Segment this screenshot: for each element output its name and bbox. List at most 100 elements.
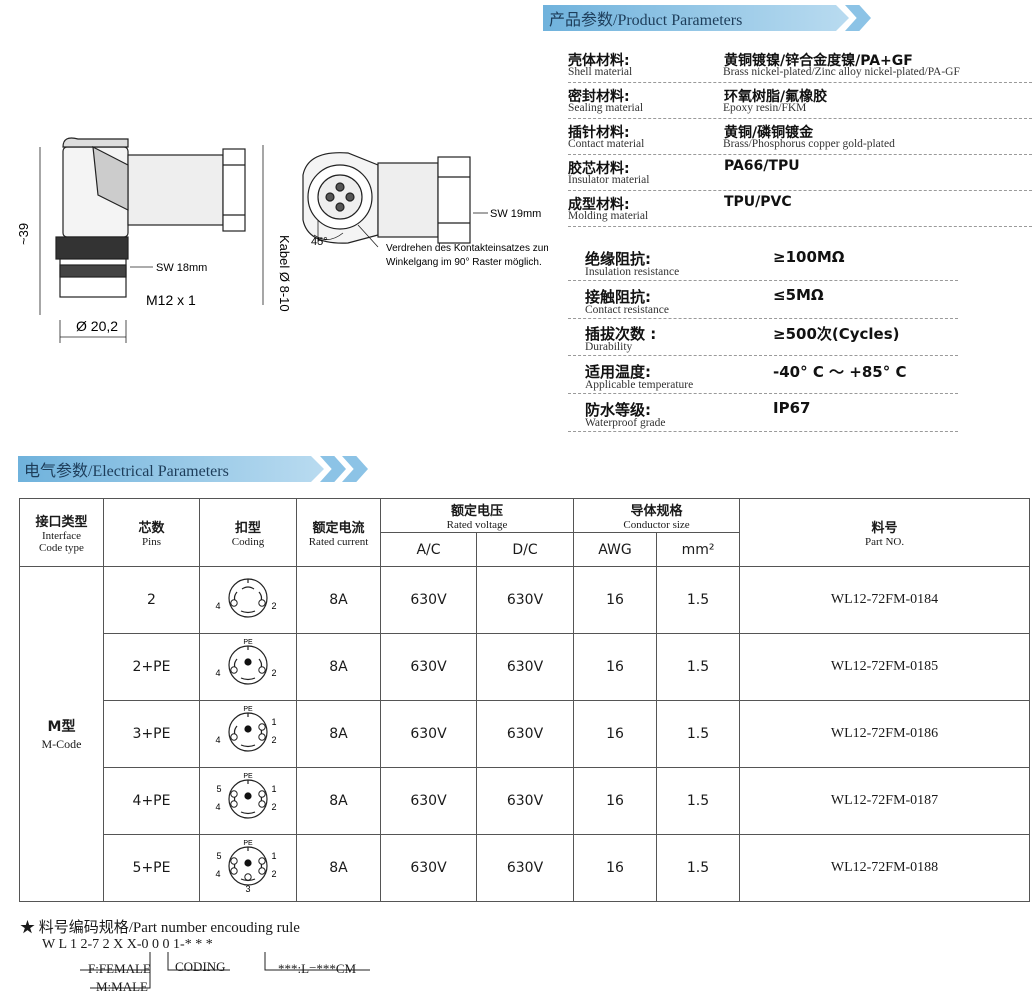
rule-brackets xyxy=(80,952,370,989)
param-value-cn: PA66/TPU xyxy=(724,158,800,174)
dc-cell: 630V xyxy=(475,566,575,634)
rule-title: ★ 料号编码规格/Part number encouding rule xyxy=(20,920,300,936)
ac-cell: 630V xyxy=(380,767,477,835)
header-dc: D/C xyxy=(475,532,575,567)
param-name-cn: 壳体材料: xyxy=(568,53,630,69)
dc-cell: 630V xyxy=(475,834,575,902)
header-coding: 扣型 Coding xyxy=(199,498,297,567)
dc-cell: 630V xyxy=(475,700,575,768)
header-mm2: mm² xyxy=(656,532,741,567)
pin-label: 2 xyxy=(271,735,276,745)
dim-sw18: SW 18mm xyxy=(156,262,207,274)
pin-label: PE xyxy=(243,840,253,847)
param-name-en: Contact material xyxy=(568,138,645,150)
param-name-en: Sealing material xyxy=(568,102,644,114)
pins-cell: 2 xyxy=(103,566,200,634)
part-number-cell: WL12-72FM-0184 xyxy=(739,566,1031,634)
param-name-en: Durability xyxy=(585,341,633,353)
mm2-cell: 1.5 xyxy=(656,633,741,701)
header-current: 额定电流 Rated current xyxy=(296,498,381,567)
header-ac: A/C xyxy=(380,532,477,567)
pin-label: 4 xyxy=(215,601,220,611)
param-value-cn: TPU/PVC xyxy=(724,194,792,210)
rule-coding: CODING xyxy=(175,959,226,974)
param-name-cn: 胶芯材料: xyxy=(568,161,630,177)
param-value: ≤5MΩ xyxy=(773,286,824,304)
param-value: ≥100MΩ xyxy=(773,248,845,266)
param-value-cn: 黄铜/磷铜镀金 xyxy=(724,125,814,141)
rule-code: W L 1 2-7 2 X X-0 0 0 1-* * * xyxy=(42,937,213,952)
awg-cell: 16 xyxy=(573,700,658,768)
performance-param-row: 适用温度:Applicable temperature-40° C ～ +85°… xyxy=(568,357,958,394)
part-number-cell: WL12-72FM-0188 xyxy=(739,834,1031,902)
awg-cell: 16 xyxy=(573,834,658,902)
param-name-en: Molding material xyxy=(568,210,649,222)
header-part: 料号 Part NO. xyxy=(739,498,1031,567)
part-number-cell: WL12-72FM-0187 xyxy=(739,767,1031,835)
pin-label: PE xyxy=(243,773,253,780)
param-value: -40° C ～ +85° C xyxy=(773,363,907,381)
param-value-en: Epoxy resin/FKM xyxy=(723,102,807,114)
param-value: IP67 xyxy=(773,399,811,417)
pin-label: 4 xyxy=(215,668,220,678)
pin-label: 2 xyxy=(271,601,276,611)
mm2-cell: 1.5 xyxy=(656,834,741,902)
current-cell: 8A xyxy=(296,834,381,902)
dim-kabel: Kabel Ø 8-10 xyxy=(277,235,292,312)
pin-label: 4 xyxy=(215,802,220,812)
header-interface: 接口类型 Interface Code type xyxy=(19,498,104,567)
ac-cell: 630V xyxy=(380,633,477,701)
pin-label: 2 xyxy=(271,869,276,879)
note-line-2: Winkelgang im 90° Raster möglich. xyxy=(386,257,542,268)
param-name-en: Insulator material xyxy=(568,174,650,186)
param-name-cn: 密封材料: xyxy=(568,89,630,105)
ac-cell: 630V xyxy=(380,566,477,634)
current-cell: 8A xyxy=(296,700,381,768)
param-name-en: Insulation resistance xyxy=(585,266,680,278)
performance-param-row: 绝缘阻抗:Insulation resistance≥100MΩ xyxy=(568,244,958,281)
pin-label: PE xyxy=(243,706,253,713)
dim-angle: 45° xyxy=(311,236,328,248)
awg-cell: 16 xyxy=(573,767,658,835)
electrical-table: 接口类型 Interface Code type 芯数 Pins 扣型 Codi… xyxy=(19,498,1031,902)
awg-cell: 16 xyxy=(573,566,658,634)
param-name-en: Contact resistance xyxy=(585,304,669,316)
param-name-cn: 适用温度: xyxy=(585,363,651,381)
pins-cell: 2+PE xyxy=(103,633,200,701)
mm2-cell: 1.5 xyxy=(656,700,741,768)
electrical-params-title: 电气参数/Electrical Parameters xyxy=(18,456,324,482)
mm2-cell: 1.5 xyxy=(656,767,741,835)
mm2-cell: 1.5 xyxy=(656,566,741,634)
param-name-en: Waterproof grade xyxy=(585,417,666,429)
header-awg: AWG xyxy=(573,532,658,567)
pins-cell: 5+PE xyxy=(103,834,200,902)
pin-label: 4 xyxy=(215,869,220,879)
performance-param-row: 接触阻抗:Contact resistance≤5MΩ xyxy=(568,282,958,319)
ac-cell: 630V xyxy=(380,834,477,902)
dc-cell: 630V xyxy=(475,767,575,835)
pin-label: 2 xyxy=(271,802,276,812)
part-number-cell: WL12-72FM-0185 xyxy=(739,633,1031,701)
header-pins: 芯数 Pins xyxy=(103,498,200,567)
param-value-en: Brass/Phosphorus copper gold-plated xyxy=(723,138,895,150)
pin-label: 1 xyxy=(271,851,276,861)
product-param-row: 胶芯材料:Insulator material PA66/TPU xyxy=(568,156,1032,191)
param-value-cn: 黄铜镀镍/锌合金度镍/PA+GF xyxy=(724,53,913,69)
